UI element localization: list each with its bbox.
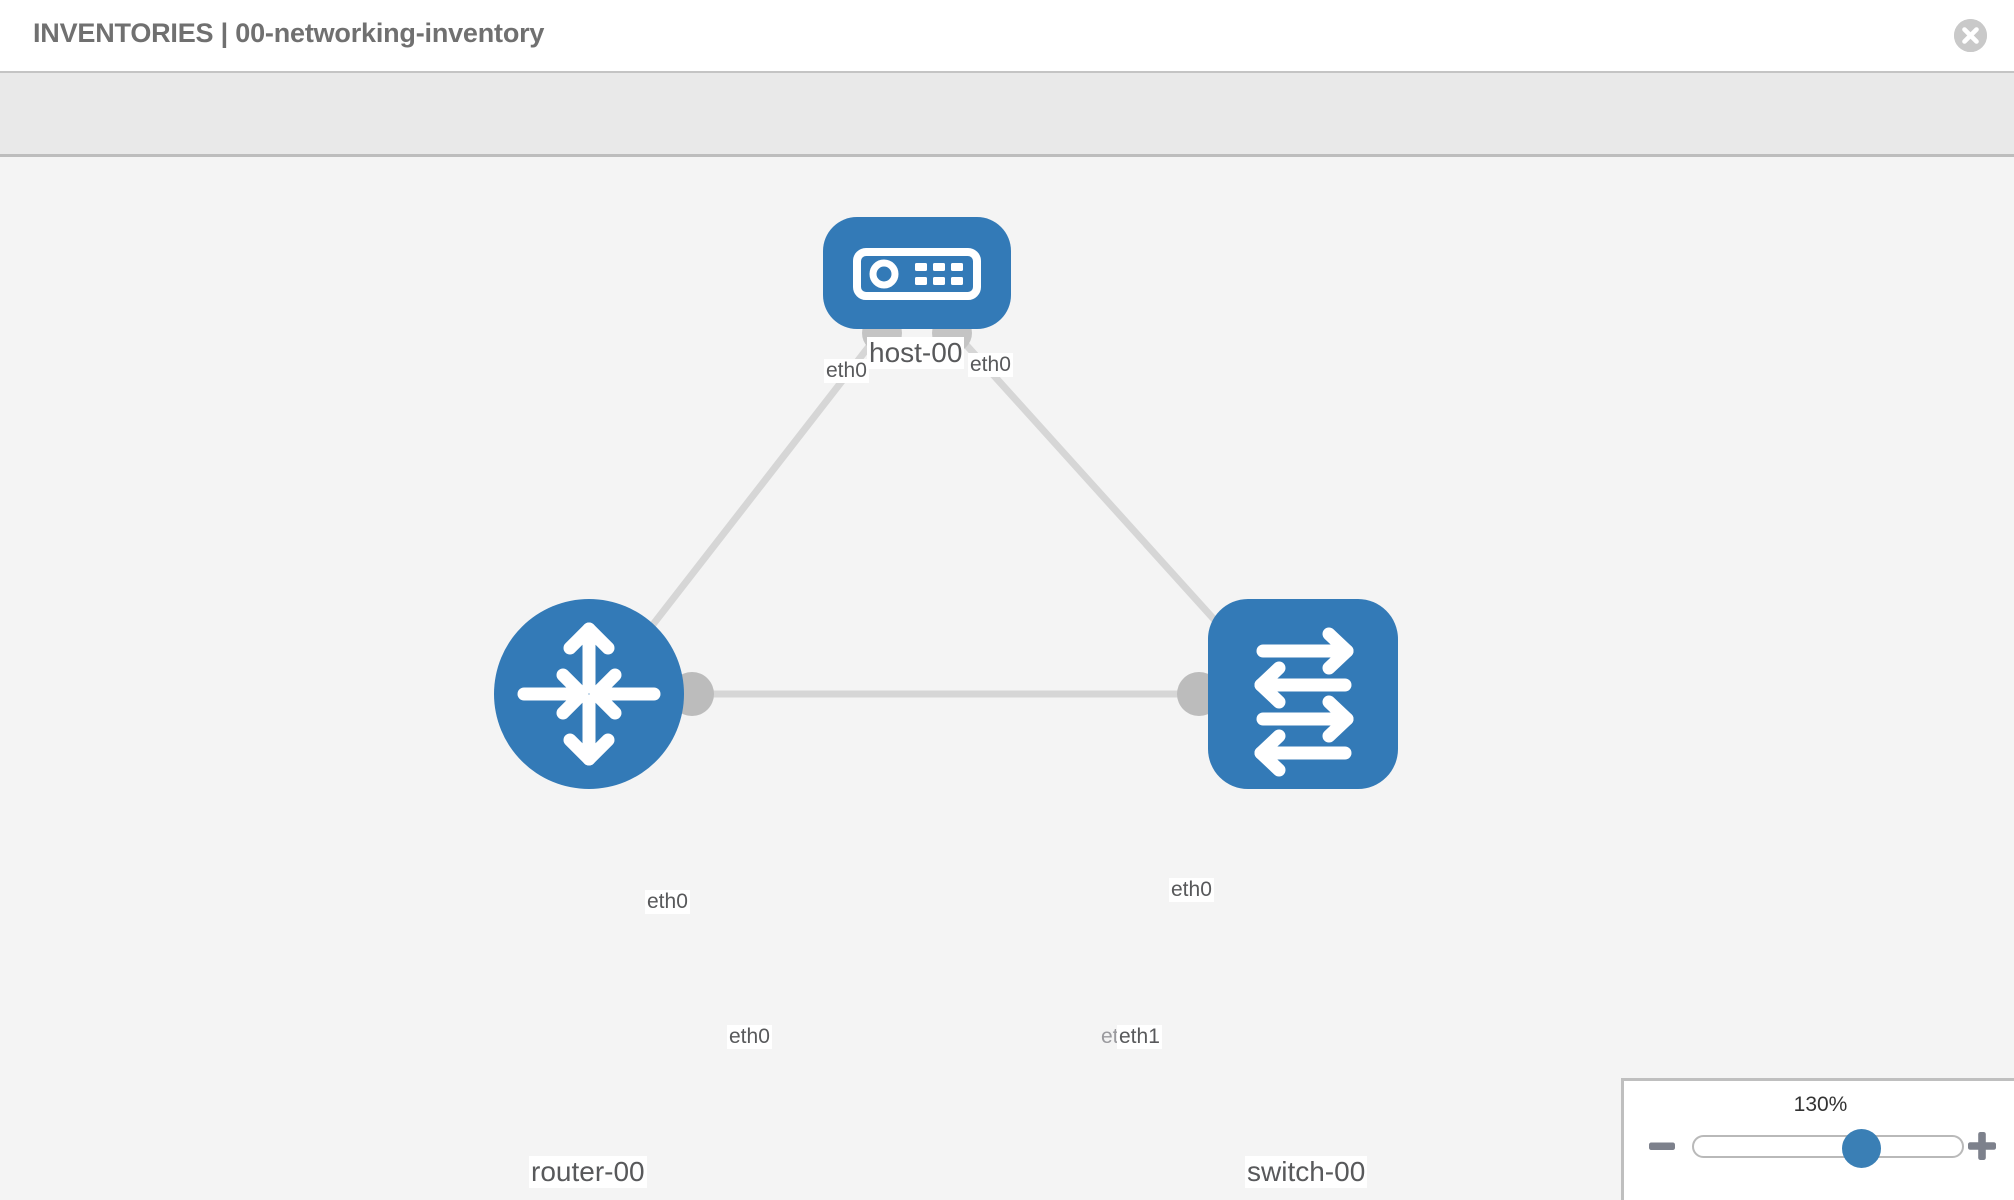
link-label-router-eth0-right: eth0 — [727, 1025, 772, 1049]
zoom-slider[interactable] — [1692, 1129, 1964, 1168]
topology-graph — [494, 217, 1398, 789]
zoom-panel: 130% — [1621, 1078, 2014, 1200]
link-label-host-eth0-left: eth0 — [824, 359, 869, 383]
link-host-router — [616, 323, 888, 671]
link-host-switch — [946, 323, 1252, 661]
zoom-level-value: 130% — [1793, 1093, 1848, 1116]
plus-icon[interactable] — [1964, 1128, 2000, 1164]
node-switch-00 — [1208, 599, 1398, 789]
topology-canvas[interactable]: host-00 router-00 switch-00 eth0 eth0 et… — [0, 157, 2014, 1200]
node-label-switch-00[interactable]: switch-00 — [1245, 1156, 1368, 1188]
toolbar: ACTIONS SEARCH — [0, 71, 2014, 215]
close-icon[interactable] — [1954, 19, 1987, 52]
node-host-00 — [823, 217, 1011, 329]
zoom-slider-thumb[interactable] — [1842, 1129, 1881, 1168]
link-label-switch-eth0-up: eth0 — [1169, 878, 1214, 902]
link-label-router-eth0-up: eth0 — [645, 890, 690, 914]
link-label-switch-eth1: eth1 — [1117, 1025, 1162, 1049]
page-header: INVENTORIES | 00-networking-inventory — [0, 0, 2014, 71]
node-label-host-00[interactable]: host-00 — [867, 337, 965, 369]
node-label-router-00[interactable]: router-00 — [529, 1156, 647, 1188]
link-label-host-eth0-right: eth0 — [968, 353, 1013, 377]
page-title: INVENTORIES | 00-networking-inventory — [33, 18, 545, 48]
minus-icon[interactable] — [1644, 1128, 1680, 1164]
node-router-00 — [494, 599, 684, 789]
